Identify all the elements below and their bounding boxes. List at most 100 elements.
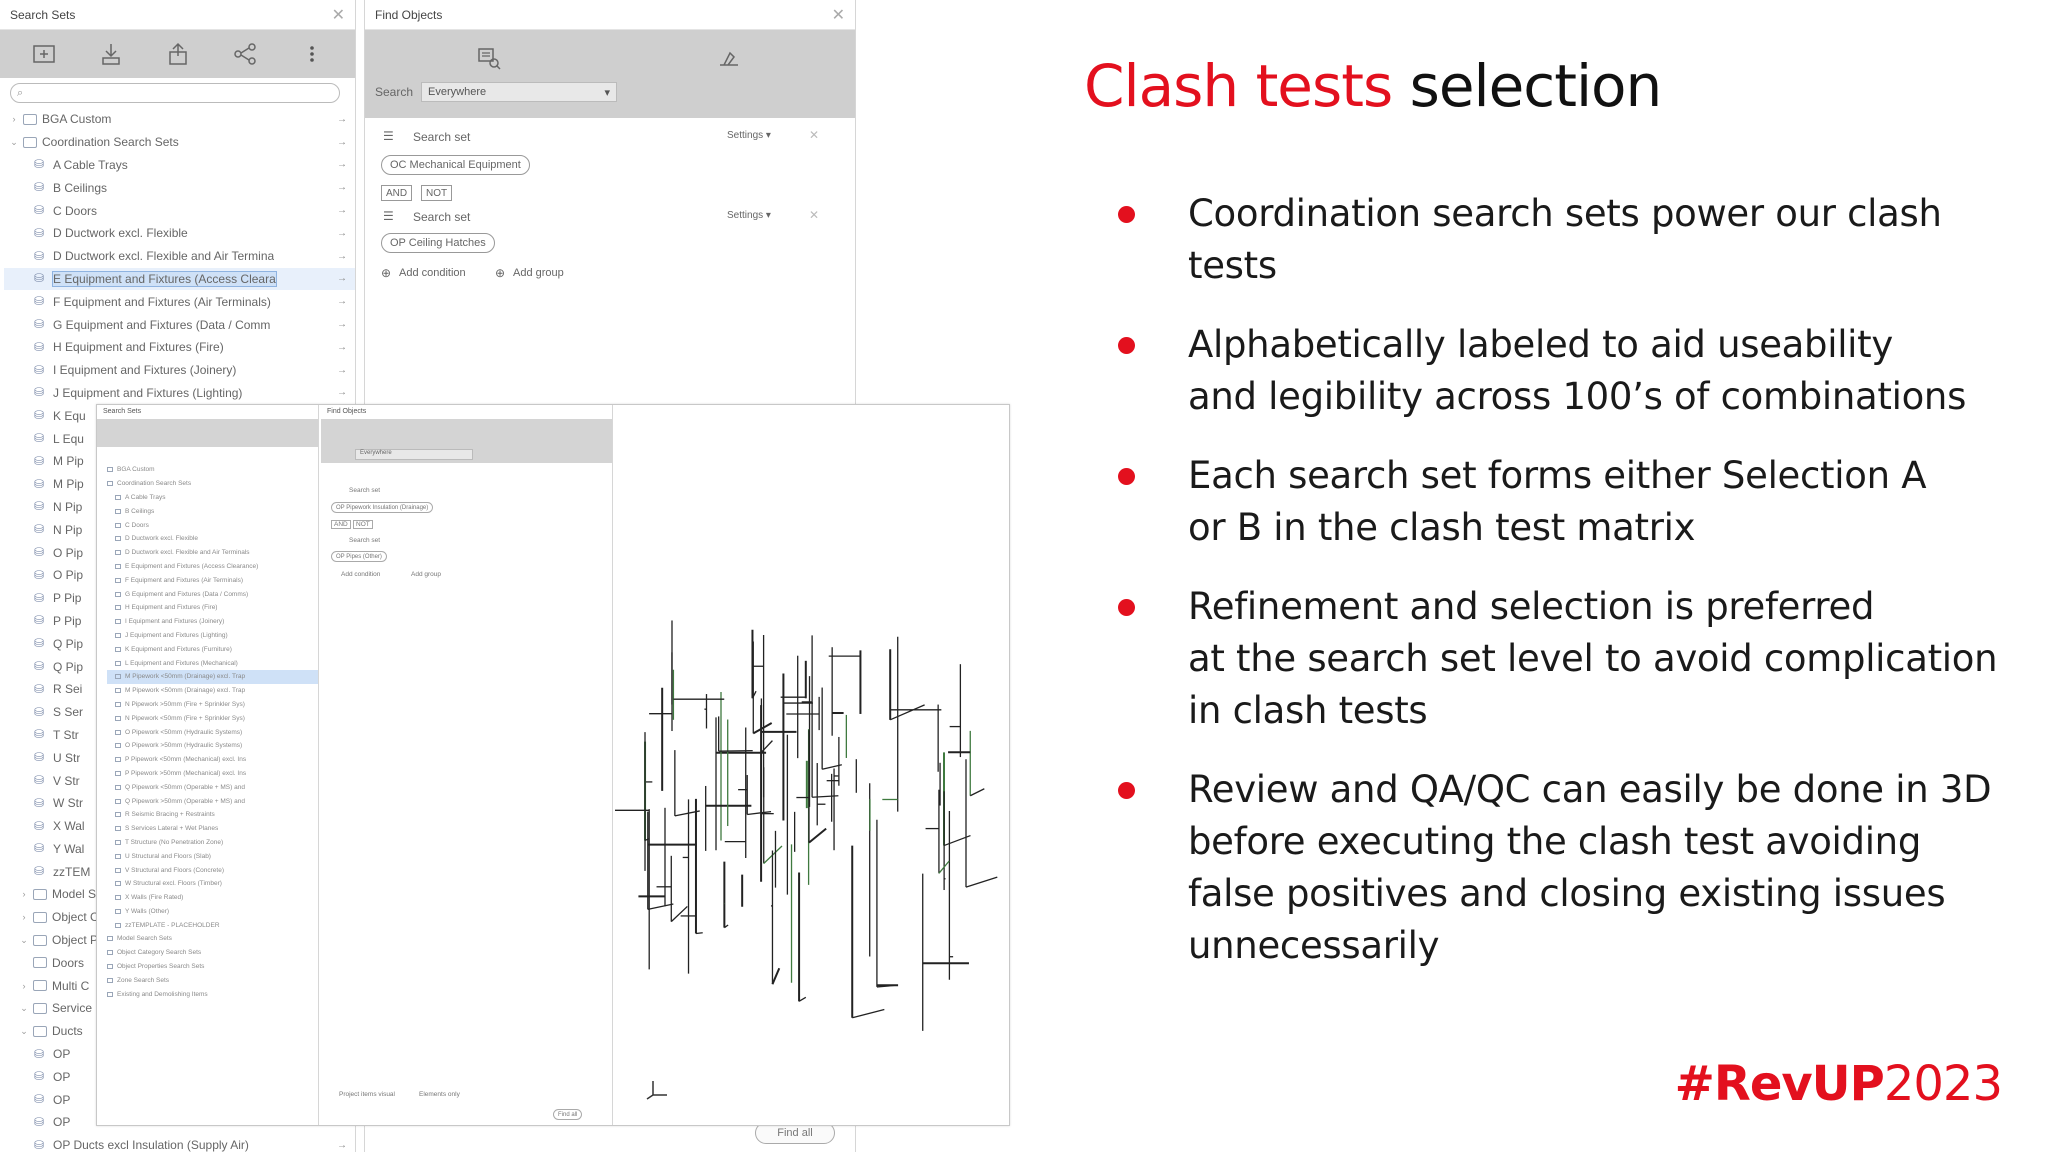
tree-row[interactable]: ⛁W Str [4, 792, 355, 815]
inset-tree-row[interactable]: Q Pipework >50mm (Operable + MS) and [107, 794, 318, 808]
inset-tree-row[interactable]: O Pipework >50mm (Hydraulic Systems) [107, 739, 318, 753]
tree-row[interactable]: ⛁M Pip [4, 473, 355, 496]
tree-row[interactable]: ⛁R Sei [4, 678, 355, 701]
inset-tree-row[interactable]: P Pipework >50mm (Mechanical) excl. Ins [107, 767, 318, 781]
tree-row[interactable]: ⛁N Pip [4, 496, 355, 519]
arrow-right-icon[interactable]: → [337, 364, 347, 376]
tree-row[interactable]: ⌄Coordination Search Sets→ [4, 131, 355, 154]
tree-row[interactable]: ⛁zzTEM [4, 860, 355, 883]
inset-condition-2-value[interactable]: OP Pipes (Other) [331, 551, 387, 562]
tree-row[interactable]: ⛁A Cable Trays→ [4, 154, 355, 177]
inset-tree-row[interactable]: G Equipment and Fixtures (Data / Comms) [107, 587, 318, 601]
tree-row[interactable]: ⛁T Str [4, 724, 355, 747]
inset-tree-row[interactable]: A Cable Trays [107, 491, 318, 505]
not-toggle[interactable]: NOT [421, 185, 453, 201]
tree-row[interactable]: ⌄Object P [4, 929, 355, 952]
inset-footer-option-1[interactable]: Project items visual [339, 1091, 395, 1098]
inset-tree-row[interactable]: K Equipment and Fixtures (Furniture) [107, 642, 318, 656]
inset-tree-row[interactable]: C Doors [107, 518, 318, 532]
tree-row[interactable]: ⛁B Ceilings→ [4, 176, 355, 199]
inset-tree-row[interactable]: Y Walls (Other) [107, 905, 318, 919]
chevron-icon[interactable]: › [22, 912, 26, 923]
tree-row[interactable]: ⛁P Pip [4, 610, 355, 633]
tree-row[interactable]: ⌄Service [4, 997, 355, 1020]
inset-tree-row[interactable]: V Structural and Floors (Concrete) [107, 863, 318, 877]
drag-handle-icon[interactable]: ☰ [383, 129, 394, 143]
and-toggle[interactable]: AND [381, 185, 413, 201]
chevron-icon[interactable]: › [22, 889, 26, 900]
tree-row[interactable]: ⛁S Ser [4, 701, 355, 724]
inset-tree-row[interactable]: W Structural excl. Floors (Timber) [107, 877, 318, 891]
tree-row[interactable]: ⛁G Equipment and Fixtures (Data / Comm→ [4, 313, 355, 336]
arrow-right-icon[interactable]: → [337, 1139, 347, 1151]
inset-tree-row[interactable]: Object Properties Search Sets [107, 960, 318, 974]
inset-tree-row[interactable]: S Services Lateral + Wet Planes [107, 822, 318, 836]
condition-2-settings[interactable]: Settings ▾ [727, 210, 771, 221]
inset-tree-row[interactable]: I Equipment and Fixtures (Joinery) [107, 615, 318, 629]
tree-row[interactable]: ⛁I Equipment and Fixtures (Joinery)→ [4, 359, 355, 382]
inset-tree-row[interactable]: J Equipment and Fixtures (Lighting) [107, 629, 318, 643]
inset-tree-row[interactable]: T Structure (No Penetration Zone) [107, 836, 318, 850]
chevron-icon[interactable]: ⌄ [10, 136, 18, 147]
tree-row[interactable]: ⛁H Equipment and Fixtures (Fire)→ [4, 336, 355, 359]
inset-search-scope[interactable]: Everywhere [355, 449, 473, 460]
import-icon[interactable] [97, 40, 125, 68]
close-icon[interactable]: ✕ [831, 6, 845, 24]
tree-row[interactable]: ⛁D Ductwork excl. Flexible→ [4, 222, 355, 245]
chevron-icon[interactable]: ⌄ [20, 1025, 28, 1036]
arrow-right-icon[interactable]: → [337, 319, 347, 331]
inset-tree-row[interactable]: D Ductwork excl. Flexible [107, 532, 318, 546]
tree-row[interactable]: ›Multi C [4, 974, 355, 997]
tree-row[interactable]: ⛁D Ductwork excl. Flexible and Air Termi… [4, 245, 355, 268]
inset-tree-row[interactable]: zzTEMPLATE - PLACEHOLDER [107, 918, 318, 932]
inset-tree-row[interactable]: Q Pipework <50mm (Operable + MS) and [107, 780, 318, 794]
drag-handle-icon[interactable]: ☰ [383, 209, 394, 223]
inset-tree-row[interactable]: L Equipment and Fixtures (Mechanical) [107, 656, 318, 670]
add-group-icon[interactable]: ⊕ [495, 266, 506, 280]
inset-tree-row[interactable]: Coordination Search Sets [107, 477, 318, 491]
tree-row[interactable]: ⛁Q Pip [4, 632, 355, 655]
inset-tree-row[interactable]: X Walls (Fire Rated) [107, 891, 318, 905]
condition-2-value[interactable]: OP Ceiling Hatches [381, 233, 495, 253]
condition-1-settings[interactable]: Settings ▾ [727, 130, 771, 141]
remove-condition-icon[interactable]: ✕ [809, 208, 820, 222]
inset-tree-row[interactable]: R Seismic Bracing + Restraints [107, 808, 318, 822]
inset-3d-viewport[interactable] [614, 405, 1009, 1125]
tree-row[interactable]: ⛁E Equipment and Fixtures (Access Cleara… [4, 267, 355, 291]
inset-tree-row[interactable]: Model Search Sets [107, 932, 318, 946]
inset-tree-row[interactable]: H Equipment and Fixtures (Fire) [107, 601, 318, 615]
clear-icon[interactable] [715, 44, 743, 72]
arrow-right-icon[interactable]: → [337, 250, 347, 262]
share-icon[interactable] [231, 40, 259, 68]
chevron-icon[interactable]: ⌄ [20, 934, 28, 945]
tree-row[interactable]: ⛁K Equ [4, 404, 355, 427]
inset-tree-row[interactable]: D Ductwork excl. Flexible and Air Termin… [107, 546, 318, 560]
tree-row[interactable]: ⛁C Doors→ [4, 199, 355, 222]
tree-row[interactable]: ⛁J Equipment and Fixtures (Lighting)→ [4, 382, 355, 405]
search-input[interactable]: ⌕ [10, 83, 340, 103]
add-condition-button[interactable]: Add condition [399, 267, 466, 279]
arrow-right-icon[interactable]: → [337, 227, 347, 239]
add-group-button[interactable]: Add group [513, 267, 564, 279]
tree-row[interactable]: ⛁V Str [4, 769, 355, 792]
inset-tree-row[interactable]: U Structural and Floors (Slab) [107, 849, 318, 863]
tree-row[interactable]: ⛁OP [4, 1088, 355, 1111]
inset-not-toggle[interactable]: NOT [353, 520, 373, 529]
export-icon[interactable] [164, 40, 192, 68]
inset-tree-row[interactable]: B Ceilings [107, 504, 318, 518]
tree-row[interactable]: ⛁OP Ducts excl Insulation (Supply Air)→ [4, 1134, 355, 1152]
chevron-icon[interactable]: ⌄ [20, 1002, 28, 1013]
search-scope-select[interactable]: Everywhere ▾ [421, 82, 618, 102]
tree-row[interactable]: Doors [4, 951, 355, 974]
inset-tree-row[interactable]: E Equipment and Fixtures (Access Clearan… [107, 560, 318, 574]
inset-condition-1-value[interactable]: OP Pipework Insulation (Drainage) [331, 502, 434, 513]
arrow-right-icon[interactable]: → [337, 341, 347, 353]
arrow-right-icon[interactable]: → [337, 273, 347, 285]
add-folder-icon[interactable] [30, 40, 58, 68]
inset-tree-row[interactable]: Object Category Search Sets [107, 946, 318, 960]
inset-tree-row[interactable]: O Pipework <50mm (Hydraulic Systems) [107, 725, 318, 739]
find-selection-icon[interactable] [475, 44, 503, 72]
tree-row[interactable]: ⛁N Pip [4, 518, 355, 541]
tree-row[interactable]: ⌄Ducts [4, 1020, 355, 1043]
find-all-button[interactable]: Find all [755, 1122, 835, 1144]
